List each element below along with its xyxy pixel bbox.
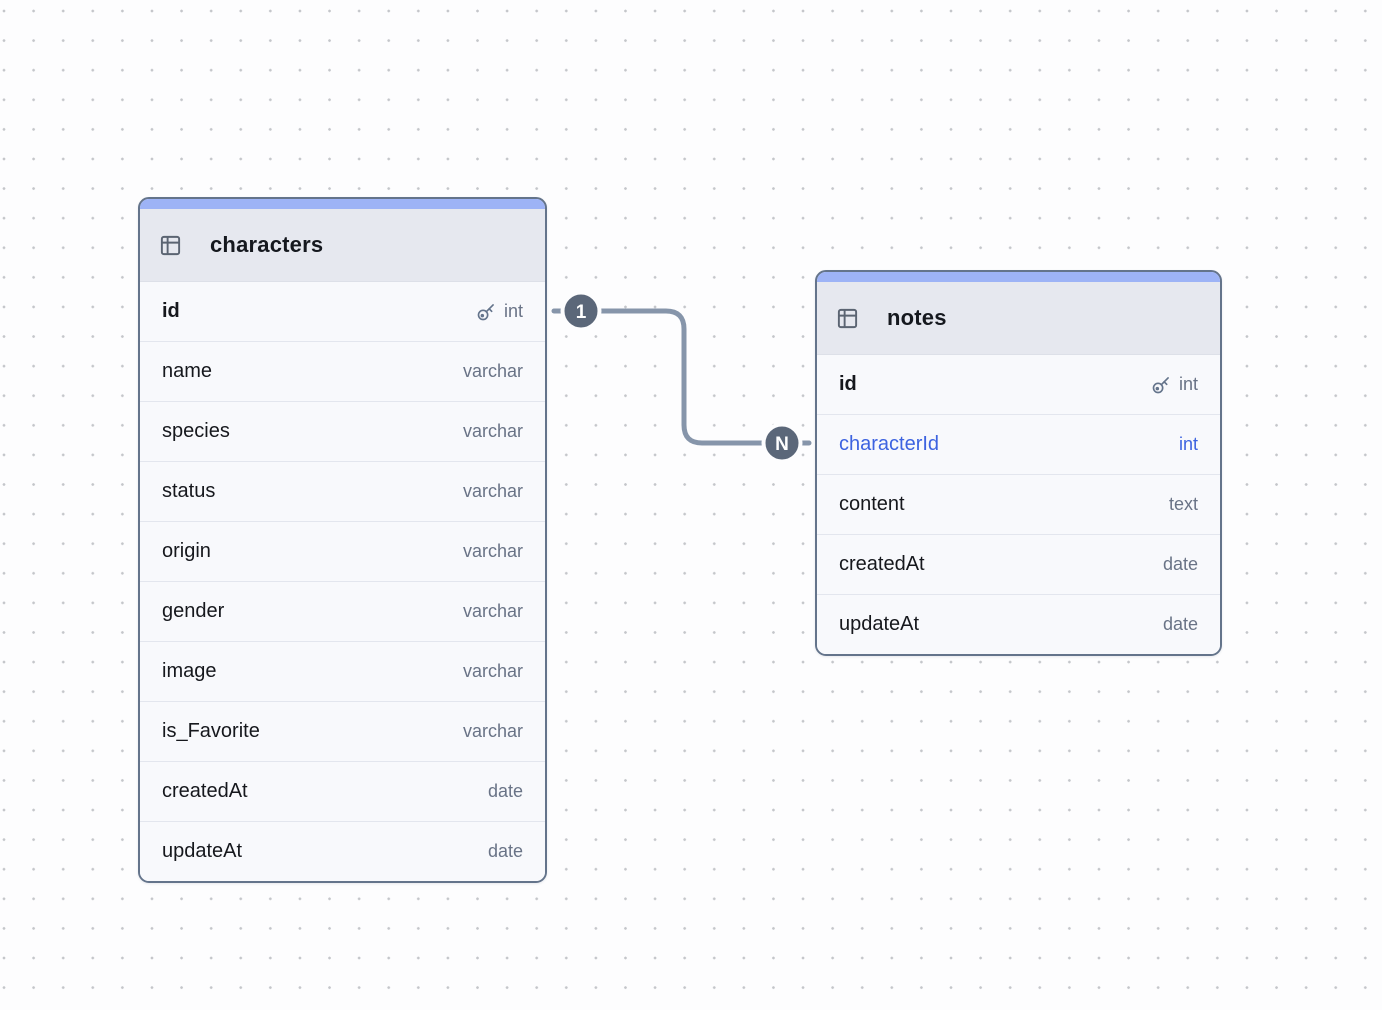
field-type: varchar <box>462 661 523 681</box>
entity-table-characters[interactable]: characters id int name <box>138 197 547 883</box>
field-type: varchar <box>462 361 523 381</box>
primary-key-icon <box>1151 375 1171 395</box>
table-row[interactable]: id int <box>140 282 545 341</box>
table-accent-bar <box>817 272 1220 282</box>
field-meta: int <box>476 301 523 322</box>
table-row[interactable]: updateAt date <box>140 821 545 881</box>
table-title: characters <box>210 232 324 257</box>
field-name: createdAt <box>839 553 925 575</box>
field-rows: id int characterId <box>817 355 1220 654</box>
table-row[interactable]: image varchar <box>140 641 545 701</box>
table-row[interactable]: name varchar <box>140 341 545 401</box>
table-row[interactable]: updateAt date <box>817 594 1220 654</box>
field-type: varchar <box>462 721 523 741</box>
cardinality-badge-one: 1 <box>560 290 602 332</box>
field-name: characterId <box>839 433 940 455</box>
field-type: varchar <box>462 481 523 501</box>
field-meta: varchar <box>463 481 523 502</box>
table-row[interactable]: createdAt date <box>140 761 545 821</box>
table-row[interactable]: content text <box>817 474 1220 534</box>
field-type: varchar <box>462 601 523 621</box>
field-name: origin <box>162 540 211 562</box>
field-name: updateAt <box>839 613 920 635</box>
field-name: name <box>162 360 213 382</box>
cardinality-badge-many: N <box>761 422 803 464</box>
field-type: varchar <box>462 541 523 561</box>
table-title: notes <box>887 305 947 330</box>
cardinality-one-label: 1 <box>576 302 587 323</box>
field-name: species <box>162 420 230 442</box>
field-meta: varchar <box>463 721 523 742</box>
field-meta: varchar <box>463 541 523 562</box>
field-name: image <box>162 660 217 682</box>
table-row[interactable]: status varchar <box>140 461 545 521</box>
field-meta: text <box>1169 494 1198 515</box>
table-accent-bar <box>140 199 545 209</box>
field-type: varchar <box>462 421 523 441</box>
field-meta: date <box>488 781 523 802</box>
entity-table-notes[interactable]: notes id int characterId <box>815 270 1222 656</box>
field-rows: id int name <box>140 282 545 881</box>
field-name: id <box>162 300 180 322</box>
table-row[interactable]: origin varchar <box>140 521 545 581</box>
field-meta: varchar <box>463 661 523 682</box>
field-meta: varchar <box>463 601 523 622</box>
field-name: status <box>162 480 216 502</box>
field-type: int <box>1178 374 1198 394</box>
table-header[interactable]: notes <box>817 282 1220 355</box>
field-type: text <box>1168 494 1198 514</box>
table-row[interactable]: species varchar <box>140 401 545 461</box>
field-meta: varchar <box>463 361 523 382</box>
field-type: int <box>1178 434 1198 454</box>
table-row[interactable]: is_Favorite varchar <box>140 701 545 761</box>
table-row[interactable]: gender varchar <box>140 581 545 641</box>
table-row[interactable]: characterId int <box>817 414 1220 474</box>
field-name: createdAt <box>162 780 248 802</box>
field-name: updateAt <box>162 840 243 862</box>
table-icon <box>836 307 859 330</box>
table-row[interactable]: id int <box>817 355 1220 414</box>
field-type: date <box>487 841 523 861</box>
cardinality-many-label: N <box>775 434 789 455</box>
primary-key-icon <box>476 302 496 322</box>
field-type: int <box>503 301 523 321</box>
table-row[interactable]: createdAt date <box>817 534 1220 594</box>
field-name: gender <box>162 600 225 622</box>
field-meta: varchar <box>463 421 523 442</box>
field-name: content <box>839 493 905 515</box>
field-type: date <box>1162 614 1198 634</box>
field-meta: int <box>1151 374 1198 395</box>
table-header[interactable]: characters <box>140 209 545 282</box>
field-type: date <box>487 781 523 801</box>
field-name: id <box>839 373 857 395</box>
table-icon <box>159 234 182 257</box>
field-meta: int <box>1179 434 1198 455</box>
field-type: date <box>1162 554 1198 574</box>
field-meta: date <box>1163 554 1198 575</box>
relationship-line[interactable] <box>598 308 765 446</box>
field-meta: date <box>1163 614 1198 635</box>
field-name: is_Favorite <box>162 720 260 742</box>
field-meta: date <box>488 841 523 862</box>
